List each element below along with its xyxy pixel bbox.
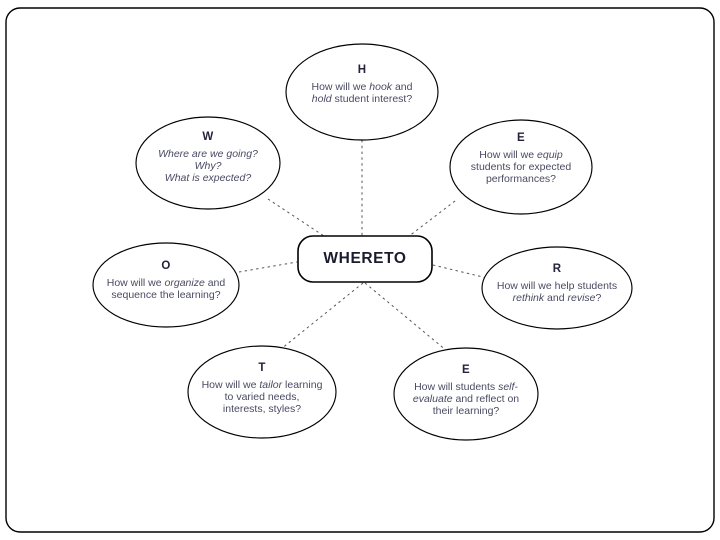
connector-center-w <box>267 198 331 241</box>
node-shape-h[interactable] <box>285 43 439 141</box>
node-shape-group <box>92 43 633 441</box>
node-shape-w[interactable] <box>135 116 281 210</box>
connector-group <box>238 140 488 352</box>
connector-center-e2 <box>364 282 448 352</box>
node-shape-t[interactable] <box>187 345 337 439</box>
node-shape-e1[interactable] <box>449 119 593 215</box>
node-shape-o[interactable] <box>92 242 240 328</box>
center-node-shape[interactable] <box>297 235 433 283</box>
center-node-label: WHERETO <box>323 250 407 267</box>
connector-center-t <box>280 282 364 350</box>
connector-center-e1 <box>403 200 456 241</box>
connector-center-o <box>238 261 298 273</box>
node-shape-r[interactable] <box>481 246 633 330</box>
node-shape-e2[interactable] <box>393 347 539 441</box>
